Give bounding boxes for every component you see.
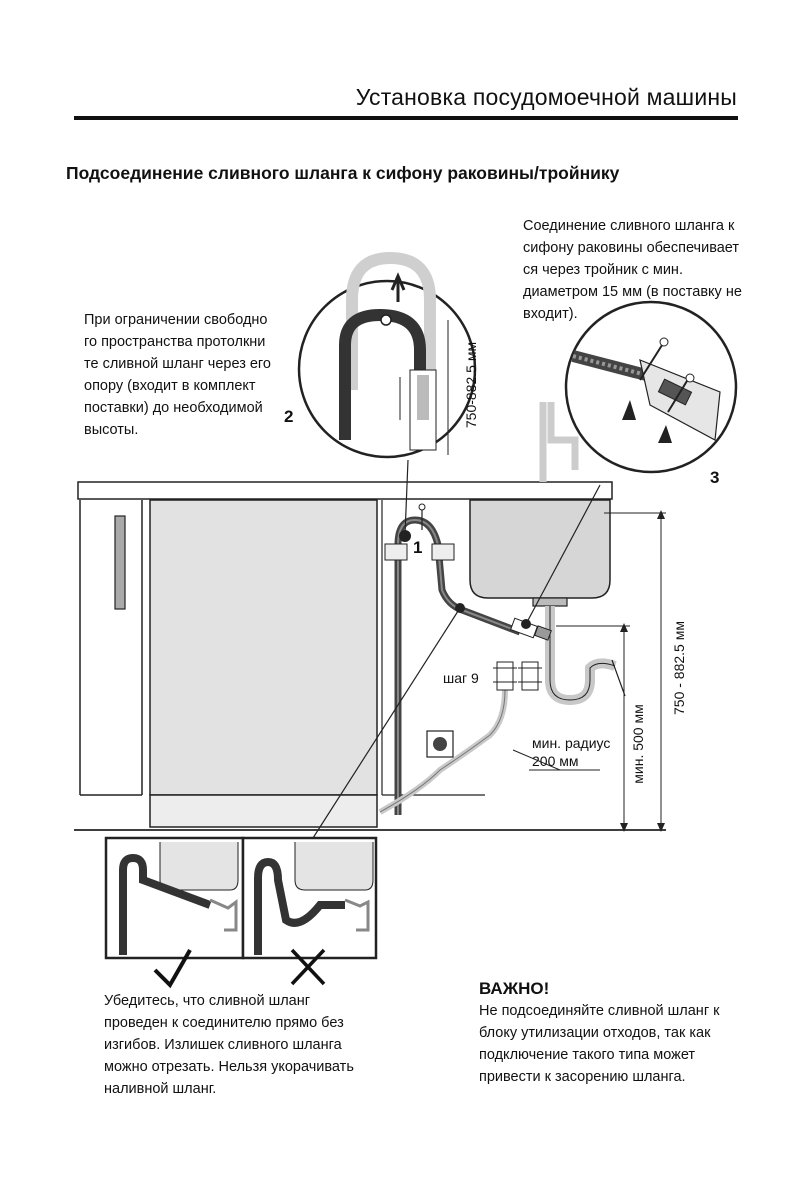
dishwasher-door — [149, 499, 378, 796]
sink-siphon — [545, 606, 617, 706]
cabinet-handle — [114, 515, 126, 610]
detail-height-label: 750-882.5 мм — [463, 341, 479, 429]
step-label: шаг 9 — [443, 670, 479, 686]
checkmark-icon — [153, 949, 192, 989]
section-title: Подсоединение сливного шланга к сифону р… — [66, 163, 620, 183]
note-hose-routing: Убедитесь, что сливной шланг проведен к … — [104, 993, 354, 1097]
warning-title: ВАЖНО! — [479, 979, 550, 998]
countertop — [77, 481, 613, 500]
faucet — [539, 402, 579, 482]
callout-1: 1 — [413, 538, 423, 557]
cross-icon — [290, 948, 326, 986]
callout-3: 3 — [710, 468, 720, 487]
page-header-title: Установка посудомоечной машины — [355, 84, 737, 110]
detail-circle-2 — [297, 279, 477, 459]
water-valve-icon — [493, 661, 542, 691]
min-height-label: мин. 500 мм — [630, 704, 646, 784]
header-divider — [74, 116, 738, 120]
note-tee-connection: Соединение сливного шланга к сифону рако… — [523, 218, 742, 322]
warning-text: Не подсоединяйте сливной шланг к блоку у… — [479, 1003, 720, 1085]
total-height-label: 750 - 882.5 мм — [671, 621, 687, 715]
dishwasher-kickplate — [149, 794, 378, 828]
sink-basin — [469, 499, 611, 599]
note-hose-support: При ограничении свободно го пространства… — [84, 312, 271, 438]
radius-label-line2: 200 мм — [532, 753, 579, 769]
radius-label-line1: мин. радиус — [532, 735, 611, 751]
callout-2: 2 — [284, 407, 294, 426]
